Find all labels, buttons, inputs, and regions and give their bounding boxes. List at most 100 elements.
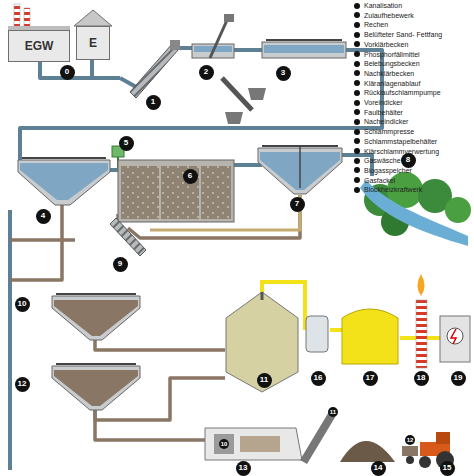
callout-number: 11 bbox=[257, 373, 272, 388]
callout-number: 13 bbox=[236, 461, 251, 476]
legend-text: Nacheindicker bbox=[364, 118, 408, 125]
legend-entry: Vorklärbecken bbox=[354, 40, 408, 49]
legend-entry: Biogasspeicher bbox=[354, 166, 412, 175]
house-building: E bbox=[76, 26, 110, 60]
legend-text: Voreindicker bbox=[364, 99, 403, 106]
legend-text: Vorklärbecken bbox=[364, 41, 408, 48]
callout-number: 14 bbox=[371, 461, 386, 476]
legend-marker bbox=[354, 138, 360, 144]
callout-number: 12 bbox=[15, 377, 30, 392]
post-thickener bbox=[52, 364, 140, 410]
sludge-pipe bbox=[10, 195, 300, 440]
screen-rake bbox=[192, 14, 266, 124]
legend-text: Faulbehälter bbox=[364, 109, 403, 116]
callout-number: 12 bbox=[405, 435, 415, 445]
legend-text: Kläranlagenablauf bbox=[364, 80, 420, 87]
legend-marker bbox=[354, 51, 360, 57]
legend-entry: Blockheizkraftwerk bbox=[354, 185, 422, 194]
callout-number: 5 bbox=[119, 136, 134, 151]
screw-lift bbox=[130, 40, 180, 98]
callout-number: 0 bbox=[60, 65, 75, 80]
legend-marker bbox=[354, 61, 360, 67]
chp-unit bbox=[440, 316, 470, 362]
legend-text: Klärschlammverwertung bbox=[364, 148, 439, 155]
legend-text: Biogasspeicher bbox=[364, 167, 412, 174]
callout-number: 8 bbox=[401, 153, 416, 168]
callout-number: 2 bbox=[199, 65, 214, 80]
legend-marker bbox=[354, 80, 360, 86]
building-label: EGW bbox=[25, 40, 54, 52]
secondary-clarifier bbox=[258, 146, 342, 194]
return-pump-screw bbox=[110, 218, 146, 256]
callout-number: 10 bbox=[219, 439, 229, 449]
callout-number: 9 bbox=[113, 257, 128, 272]
callout-number: 10 bbox=[15, 297, 30, 312]
gas-flare bbox=[416, 274, 427, 368]
legend-marker bbox=[354, 3, 360, 9]
digester bbox=[226, 292, 298, 392]
legend-entry: Rücklaufschlammpumpe bbox=[354, 88, 441, 97]
callout-number: 16 bbox=[311, 371, 326, 386]
house-roof bbox=[74, 10, 112, 26]
legend-entry: Klärschlammverwertung bbox=[354, 147, 439, 156]
legend-entry: Schlammstapelbehälter bbox=[354, 137, 437, 146]
water-pipe bbox=[10, 48, 382, 470]
legend-marker bbox=[354, 22, 360, 28]
callout-number: 17 bbox=[363, 371, 378, 386]
legend-entry: Belüfteter Sand- Fettfang bbox=[354, 30, 442, 39]
legend-marker bbox=[354, 32, 360, 38]
legend-entry: Voreindicker bbox=[354, 98, 403, 107]
legend-text: Blockheizkraftwerk bbox=[364, 186, 422, 193]
legend-text: Schlammstapelbehälter bbox=[364, 138, 437, 145]
building-label: E bbox=[89, 37, 97, 49]
aeration-tank bbox=[118, 160, 234, 222]
legend-text: Rücklaufschlammpumpe bbox=[364, 89, 441, 96]
callout-number: 4 bbox=[36, 209, 51, 224]
river bbox=[360, 172, 471, 246]
legend-text: Nachklärbecken bbox=[364, 70, 414, 77]
grit-chamber bbox=[262, 40, 346, 58]
legend-marker bbox=[354, 41, 360, 47]
sludge-press bbox=[205, 428, 302, 460]
legend-text: Kanalisation bbox=[364, 2, 402, 9]
callout-number: 11 bbox=[328, 407, 338, 417]
legend-text: Zulaufhebewerk bbox=[364, 12, 414, 19]
callout-number: 15 bbox=[440, 461, 455, 476]
callout-number: 1 bbox=[146, 95, 161, 110]
legend-entry: Nachklärbecken bbox=[354, 69, 414, 78]
legend-entry: Kanalisation bbox=[354, 1, 402, 10]
legend-marker bbox=[354, 109, 360, 115]
legend-marker bbox=[354, 129, 360, 135]
legend-text: Gasfackel bbox=[364, 177, 395, 184]
legend-text: Rechen bbox=[364, 21, 388, 28]
legend-entry: Phosphorfällmittel bbox=[354, 50, 420, 59]
legend-entry: Zulaufhebewerk bbox=[354, 11, 414, 20]
legend-entry: Gasfackel bbox=[354, 176, 395, 185]
legend-marker bbox=[354, 100, 360, 106]
gas-scrubber bbox=[306, 316, 328, 352]
legend-entry: Gaswäsche bbox=[354, 156, 401, 165]
legend-text: Phosphorfällmittel bbox=[364, 51, 420, 58]
callout-number: 3 bbox=[276, 66, 291, 81]
legend-marker bbox=[354, 12, 360, 18]
legend-entry: Faulbehälter bbox=[354, 108, 403, 117]
pre-thickener bbox=[52, 294, 140, 340]
legend-entry: Schlammpresse bbox=[354, 127, 414, 136]
callout-number: 19 bbox=[451, 371, 466, 386]
legend-marker bbox=[354, 119, 360, 125]
gas-holder bbox=[342, 309, 398, 364]
callout-number: 6 bbox=[183, 169, 198, 184]
legend-marker bbox=[354, 70, 360, 76]
primary-clarifier bbox=[18, 158, 110, 205]
legend-text: Schlammpresse bbox=[364, 128, 414, 135]
legend-marker bbox=[354, 90, 360, 96]
callout-number: 18 bbox=[414, 371, 429, 386]
legend-text: Gaswäsche bbox=[364, 157, 401, 164]
legend-marker bbox=[354, 167, 360, 173]
sludge-pile bbox=[300, 410, 395, 464]
legend-marker bbox=[354, 158, 360, 164]
legend-text: Belebungsbecken bbox=[364, 60, 420, 67]
factory-building: EGW bbox=[8, 30, 70, 62]
legend-marker bbox=[354, 148, 360, 154]
